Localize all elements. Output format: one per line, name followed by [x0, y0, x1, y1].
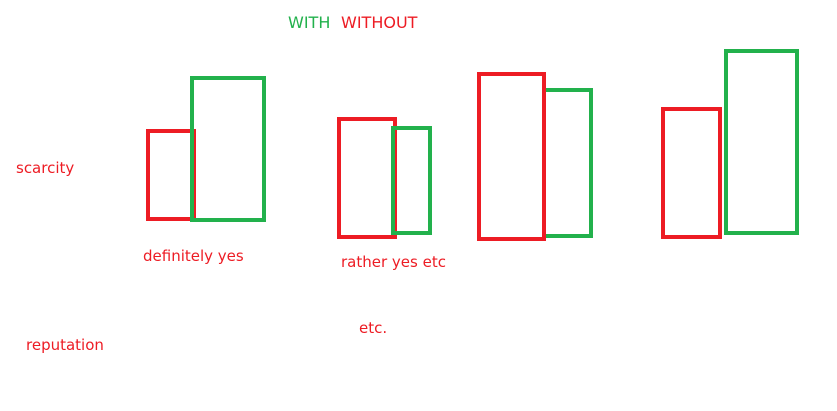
annotation-etc: etc.	[359, 319, 387, 337]
category-label-rather-yes-etc: rather yes etc	[341, 253, 446, 271]
bar-with-4	[724, 49, 799, 235]
bar-without-1	[146, 129, 196, 221]
bar-with-2	[391, 126, 432, 235]
bar-without-4	[661, 107, 722, 239]
bar-without-2	[337, 117, 397, 239]
row-label-scarcity: scarcity	[16, 159, 74, 177]
legend-without-label: WITHOUT	[341, 13, 418, 32]
row-label-reputation: reputation	[26, 336, 104, 354]
bars-group	[146, 49, 799, 241]
category-label-definitely-yes: definitely yes	[143, 247, 244, 265]
bar-without-3	[477, 72, 546, 241]
legend-with-label: WITH	[288, 13, 330, 32]
bar-with-3	[542, 88, 593, 238]
bar-with-1	[190, 76, 266, 222]
